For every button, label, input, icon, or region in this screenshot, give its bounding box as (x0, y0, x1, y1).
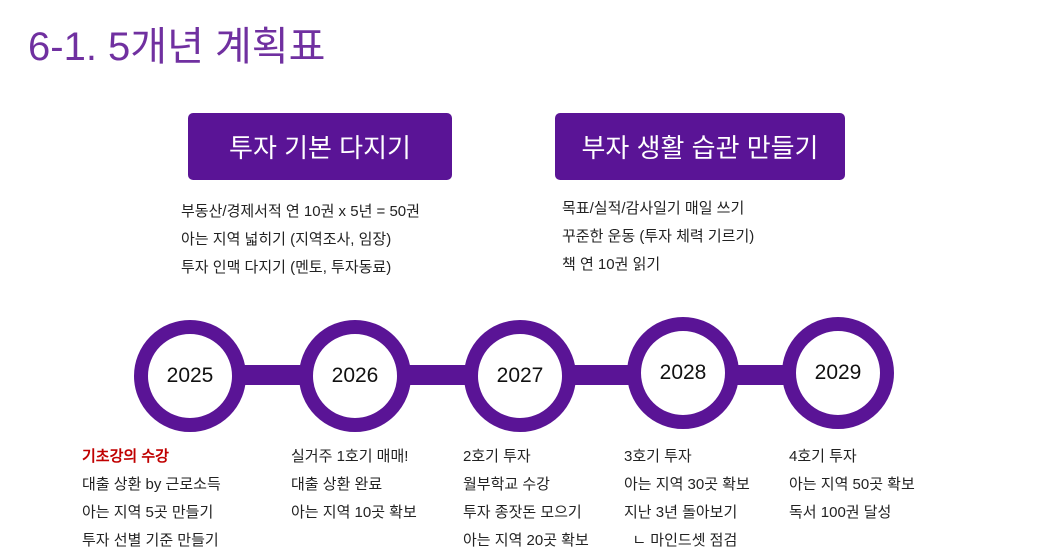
rich-habits-list: 목표/실적/감사일기 매일 쓰기 꾸준한 운동 (투자 체력 기르기) 책 연 … (562, 195, 754, 279)
list-item-sub: ㄴ 마인드셋 점검 (624, 532, 738, 549)
list-item: 대출 상환 by 근로소득 (82, 476, 221, 493)
list-item: 아는 지역 10곳 확보 (291, 504, 417, 521)
list-item: 아는 지역 5곳 만들기 (82, 504, 214, 521)
goal-box-investment-basics: 투자 기본 다지기 (188, 113, 452, 180)
list-item: 투자 선별 기준 만들기 (82, 532, 219, 549)
list-item: 3호기 투자 (624, 448, 692, 465)
list-item: 독서 100권 달성 (789, 504, 892, 521)
list-item: 지난 3년 돌아보기 (624, 504, 738, 521)
list-item: 대출 상환 완료 (291, 476, 383, 493)
year-2025-list: 기초강의 수강 대출 상환 by 근로소득 아는 지역 5곳 만들기 투자 선별… (82, 443, 221, 555)
year-2027-list: 2호기 투자 월부학교 수강 투자 종잣돈 모으기 아는 지역 20곳 확보 (463, 443, 589, 555)
list-item: 아는 지역 50곳 확보 (789, 476, 915, 493)
list-item: 아는 지역 넓히기 (지역조사, 임장) (181, 231, 392, 248)
list-item: 목표/실적/감사일기 매일 쓰기 (562, 200, 745, 217)
year-2028-list: 3호기 투자 아는 지역 30곳 확보 지난 3년 돌아보기 ㄴ 마인드셋 점검 (624, 443, 750, 555)
list-item: 아는 지역 20곳 확보 (463, 532, 589, 549)
year-circle-2025: 2025 (134, 320, 246, 432)
year-2026-list: 실거주 1호기 매매! 대출 상환 완료 아는 지역 10곳 확보 (291, 443, 417, 527)
list-item: 실거주 1호기 매매! (291, 448, 409, 465)
goal-box-rich-habits: 부자 생활 습관 만들기 (555, 113, 845, 180)
list-item: 책 연 10권 읽기 (562, 256, 661, 273)
year-2029-list: 4호기 투자 아는 지역 50곳 확보 독서 100권 달성 (789, 443, 915, 527)
list-item: 2호기 투자 (463, 448, 531, 465)
page-title: 6-1. 5개년 계획표 (28, 25, 326, 69)
year-circle-2026: 2026 (299, 320, 411, 432)
investment-basics-list: 부동산/경제서적 연 10권 x 5년 = 50권 아는 지역 넓히기 (지역조… (181, 198, 420, 282)
list-item: 투자 인맥 다지기 (멘토, 투자동료) (181, 259, 392, 276)
list-item: 4호기 투자 (789, 448, 857, 465)
list-item: 부동산/경제서적 연 10권 x 5년 = 50권 (181, 203, 420, 220)
list-item: 투자 종잣돈 모으기 (463, 504, 582, 521)
list-item: 아는 지역 30곳 확보 (624, 476, 750, 493)
year-circle-2027: 2027 (464, 320, 576, 432)
list-item: 꾸준한 운동 (투자 체력 기르기) (562, 228, 755, 245)
list-item-highlight: 기초강의 수강 (82, 448, 169, 465)
year-circle-2029: 2029 (782, 317, 894, 429)
list-item: 월부학교 수강 (463, 476, 550, 493)
year-circle-2028: 2028 (627, 317, 739, 429)
